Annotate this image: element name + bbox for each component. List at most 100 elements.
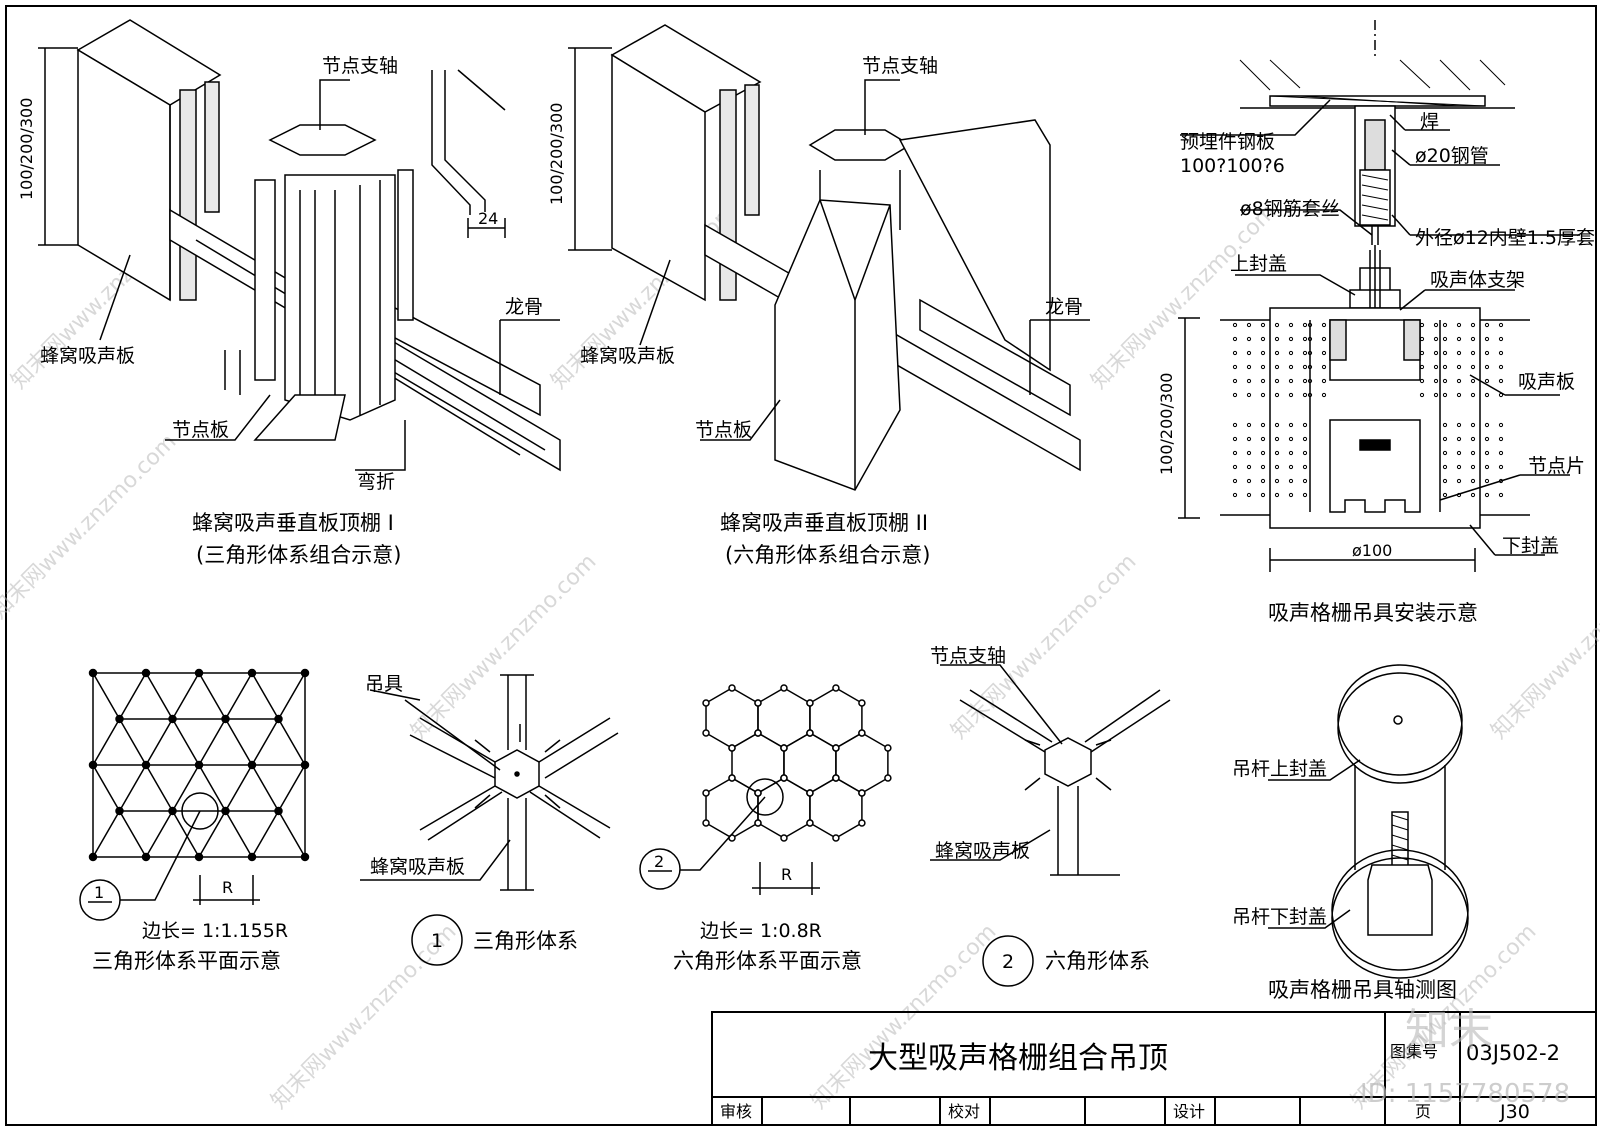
fig3-node-piece: 节点片 — [1528, 455, 1585, 477]
hex-system-detail — [930, 664, 1171, 987]
perforation-dot — [1274, 436, 1280, 442]
perforation-dot — [1442, 450, 1448, 456]
review-label: 审核 — [720, 1102, 752, 1121]
tri-hanger-label: 吊具 — [365, 673, 403, 695]
hex-r-label: R — [781, 865, 792, 884]
hex-system-number: 2 — [1002, 951, 1014, 973]
fig3-bottom-cap: 下封盖 — [1502, 535, 1559, 557]
drawing-title: 大型吸声格栅组合吊顶 — [868, 1041, 1168, 1076]
perforation-dot — [1246, 464, 1252, 470]
perforation-dot — [1470, 478, 1476, 484]
perforation-dot — [1442, 350, 1448, 356]
perforation-dot — [1246, 436, 1252, 442]
fig1-dim-label: 100/200/300 — [17, 98, 36, 200]
hex-cell — [757, 687, 811, 749]
perforation-dot — [1307, 336, 1313, 342]
hex-side-length: 边长= 1:0.8R — [700, 920, 822, 942]
perforation-dot — [1274, 464, 1280, 470]
perforation-dot — [1456, 422, 1462, 428]
fig2-panel-label: 蜂窝吸声板 — [580, 345, 675, 367]
hex-node — [780, 774, 788, 782]
triangle-grid-node — [88, 668, 98, 678]
perforation-dot — [1442, 422, 1448, 428]
hex-node — [884, 774, 892, 782]
perforation-dot — [1456, 392, 1462, 398]
perforation-dot — [1442, 378, 1448, 384]
hex-plan-caption: 六角形体系平面示意 — [673, 949, 862, 973]
perforation-dot — [1246, 422, 1252, 428]
perforation-dot — [1260, 478, 1266, 484]
perforation-dot — [1260, 378, 1266, 384]
perforation-dot — [1484, 422, 1490, 428]
fig2-node-plate-label: 节点板 — [695, 419, 752, 441]
triangle-grid-node — [141, 852, 151, 862]
hex-cell — [783, 732, 837, 794]
perforation-dot — [1470, 392, 1476, 398]
tri-r-label: R — [222, 878, 233, 897]
hex-node — [858, 789, 866, 797]
figure-1-axonometric — [38, 19, 561, 472]
perforation-dot — [1288, 364, 1294, 370]
perforation-dot — [1498, 450, 1504, 456]
triangle-grid-node — [194, 760, 204, 770]
watermark-logo: 知末 — [1405, 1005, 1493, 1056]
perforation-dot — [1484, 364, 1490, 370]
perforation-dot — [1246, 478, 1252, 484]
perforation-dot — [1442, 392, 1448, 398]
fig1-keel-label: 龙骨 — [505, 296, 543, 318]
triangle-grid-node — [115, 806, 124, 816]
tri-plan-caption: 三角形体系平面示意 — [92, 949, 281, 973]
figure-3-section — [1178, 20, 1580, 572]
perforation-dot — [1260, 392, 1266, 398]
fig1-bend-label: 弯折 — [357, 471, 395, 493]
hex-node — [780, 744, 788, 752]
perforation-dot — [1442, 492, 1448, 498]
perforation-dot — [1307, 378, 1313, 384]
triangle-grid-node — [194, 852, 204, 862]
perforation-dot — [1232, 436, 1238, 442]
hex-cell — [757, 777, 811, 839]
hex-system-caption: 六角形体系 — [1045, 949, 1150, 973]
perforation-dot — [1442, 336, 1448, 342]
hex-node — [702, 699, 710, 707]
hex-node — [702, 819, 710, 827]
perforation-dot — [1232, 422, 1238, 428]
hex-node — [884, 744, 892, 752]
atlas-number: 03J502-2 — [1466, 1041, 1560, 1065]
perforation-dot — [1442, 464, 1448, 470]
triangle-grid-node — [247, 760, 257, 770]
triangle-grid-node — [168, 806, 177, 816]
triangle-grid-node — [141, 760, 151, 770]
perforation-dot — [1260, 336, 1266, 342]
watermark: 知末网www.znzmo.com — [1487, 549, 1600, 744]
perforation-dot — [1246, 364, 1252, 370]
perforation-dot — [1321, 392, 1327, 398]
perforation-dot — [1302, 336, 1308, 342]
hex-node — [806, 819, 814, 827]
fig3-sleeve: 外径ø12内壁1.5厚套 — [1415, 227, 1595, 249]
fig3-dim-label: 100/200/300 — [1157, 373, 1176, 475]
perforation-dot — [1288, 464, 1294, 470]
absorb-panel-dots — [1232, 322, 1504, 498]
perforation-dot — [1456, 364, 1462, 370]
fig3-pipe: ø20钢管 — [1415, 145, 1489, 167]
perforation-dot — [1456, 350, 1462, 356]
perforation-dot — [1307, 392, 1313, 398]
check-label: 校对 — [948, 1102, 980, 1121]
triangle-grid-node — [274, 714, 283, 724]
watermark: 知末网www.znzmo.com — [0, 429, 181, 624]
triangle-grid-node — [300, 760, 310, 770]
hex-node — [806, 699, 814, 707]
perforation-dot — [1288, 492, 1294, 498]
hex-cell — [705, 687, 759, 749]
perforation-dot — [1484, 392, 1490, 398]
perforation-dot — [1246, 378, 1252, 384]
hex-node — [832, 774, 840, 782]
fig2-axis-label: 节点支轴 — [862, 55, 938, 77]
triangle-grid-node — [247, 668, 257, 678]
perforation-dot — [1321, 322, 1327, 328]
hex-cell — [809, 687, 863, 749]
perforation-dot — [1456, 450, 1462, 456]
perforation-dot — [1260, 350, 1266, 356]
